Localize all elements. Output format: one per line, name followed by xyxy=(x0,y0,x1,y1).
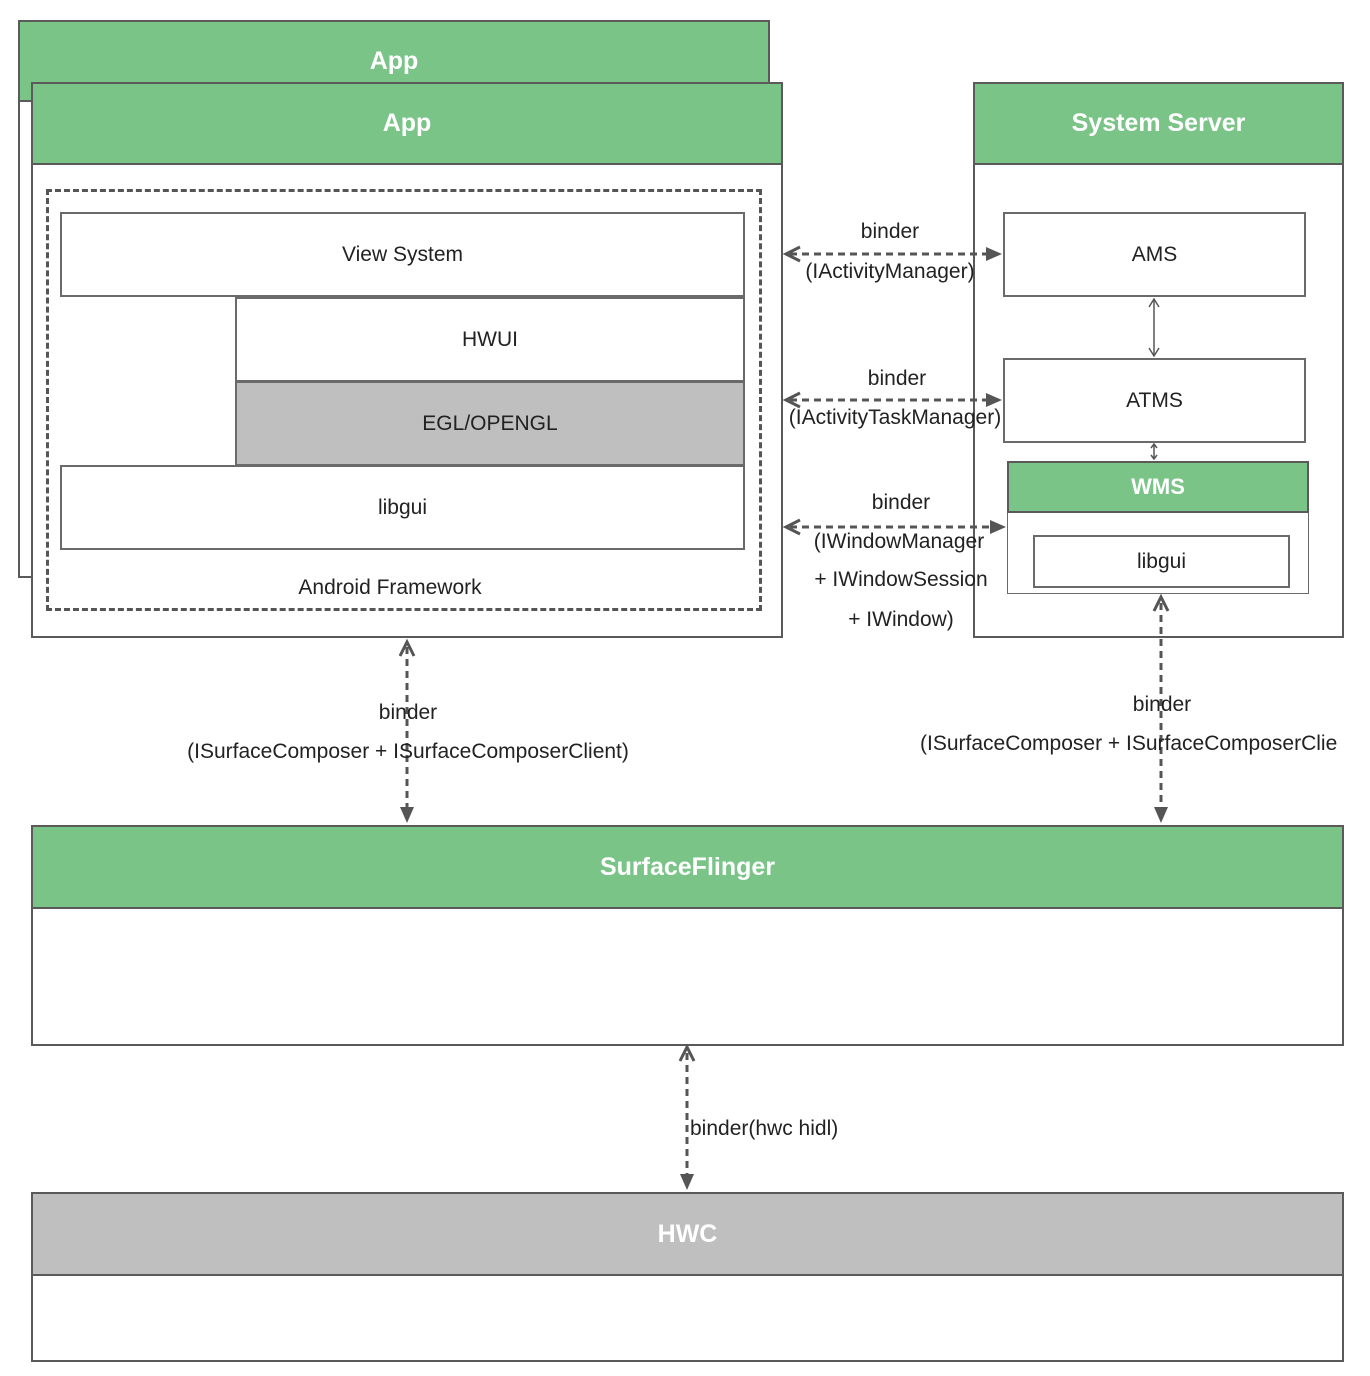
egl-opengl-box: EGL/OPENGL xyxy=(235,381,745,466)
ams-interface-label: (IActivityManager) xyxy=(805,260,975,283)
ss-sf-arrow-down xyxy=(1154,807,1168,823)
sf-hwc-arrow-up xyxy=(678,1043,696,1062)
app-header: App xyxy=(31,82,783,165)
sf-hwc-arrow-down xyxy=(680,1174,694,1190)
app-sf-arrow-down xyxy=(400,807,414,823)
wms-arrow-left xyxy=(782,518,801,536)
ams-binder-label: binder xyxy=(860,220,920,243)
wms-libgui-box: libgui xyxy=(1033,535,1290,588)
app-sf-interface-label: (ISurfaceComposer + ISurfaceComposerClie… xyxy=(187,740,629,763)
system-server-header: System Server xyxy=(973,82,1344,165)
ams-box: AMS xyxy=(1003,212,1306,297)
view-system-box: View System xyxy=(60,212,745,297)
hwc-header: HWC xyxy=(31,1192,1344,1276)
ss-sf-binder-label: binder xyxy=(1132,693,1192,716)
hwui-box: HWUI xyxy=(235,297,745,382)
wms-header: WMS xyxy=(1007,461,1309,513)
app-sf-binder-label: binder xyxy=(378,701,438,724)
wms-binder-label: binder xyxy=(871,491,931,514)
ams-arrow-left xyxy=(782,245,801,263)
wms-interface-label-1: (IWindowManager xyxy=(813,530,985,553)
wms-interface-label-3: + IWindow) xyxy=(848,608,954,631)
app-libgui-box: libgui xyxy=(60,465,745,550)
android-framework-group xyxy=(46,189,762,611)
app-sf-arrow-up xyxy=(398,638,416,657)
wms-interface-label-2: + IWindowSession xyxy=(814,568,988,591)
atms-binder-label: binder xyxy=(867,367,927,390)
atms-box: ATMS xyxy=(1003,358,1306,443)
atms-interface-label: (IActivityTaskManager) xyxy=(788,406,1002,429)
sf-hwc-binder-label: binder(hwc hidl) xyxy=(690,1117,839,1140)
ss-sf-interface-label: (ISurfaceComposer + ISurfaceComposerClie xyxy=(920,732,1338,755)
atms-arrow-left xyxy=(782,391,801,409)
surfaceflinger-header: SurfaceFlinger xyxy=(31,825,1344,909)
android-framework-label: Android Framework xyxy=(298,576,482,599)
